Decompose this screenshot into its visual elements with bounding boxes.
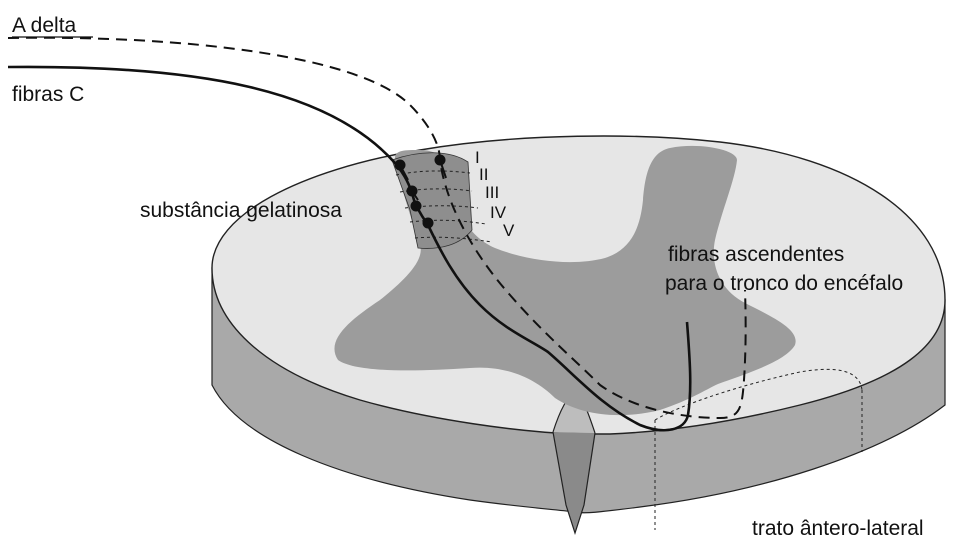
label-fibras-ascendentes-1: fibras ascendentes xyxy=(668,243,844,266)
label-a-delta: A delta xyxy=(12,14,77,37)
lamina-iii: III xyxy=(485,183,499,202)
lamina-ii: II xyxy=(479,165,488,184)
lamina-iv: IV xyxy=(490,203,507,222)
label-trato-antero-lateral: trato ântero-lateral xyxy=(752,517,924,540)
lamina-v: V xyxy=(503,221,515,240)
label-fibras-ascendentes-2: para o tronco do encéfalo xyxy=(665,272,903,295)
label-fibras-c: fibras C xyxy=(12,83,84,106)
label-substancia-gelatinosa: substância gelatinosa xyxy=(140,199,342,222)
